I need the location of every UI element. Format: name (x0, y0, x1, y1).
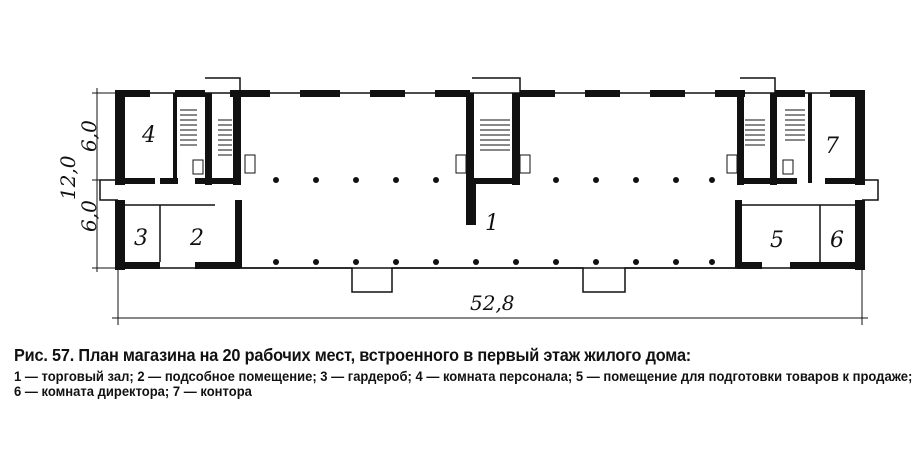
dimension-lower-depth: 6,0 (77, 200, 101, 232)
dimension-total-width: 52,8 (470, 291, 515, 315)
thick-walls (115, 90, 865, 270)
room-label-2: 2 (189, 226, 204, 251)
dimension-total-depth: 12,0 (56, 155, 80, 200)
caption-legend: 1 — торговый зал; 2 — подсобное помещени… (14, 368, 913, 399)
floor-plan: 12,0 6,0 6,0 52,8 4 3 2 1 5 6 7 (56, 77, 879, 325)
thin-walls (99, 77, 879, 293)
columns (273, 177, 715, 265)
room-label-6: 6 (830, 228, 844, 253)
caption-title: Рис. 57. План магазина на 20 рабочих мес… (14, 345, 692, 365)
room-label-3: 3 (134, 226, 148, 251)
room-label-1: 1 (485, 211, 499, 236)
room-label-7: 7 (825, 134, 839, 159)
figure-caption: Рис. 57. План магазина на 20 рабочих мес… (14, 345, 919, 399)
staircases (180, 109, 805, 175)
dimension-upper-depth: 6,0 (77, 120, 101, 152)
dimension-lines (92, 88, 868, 325)
room-label-4: 4 (141, 123, 156, 148)
room-label-5: 5 (770, 228, 784, 253)
